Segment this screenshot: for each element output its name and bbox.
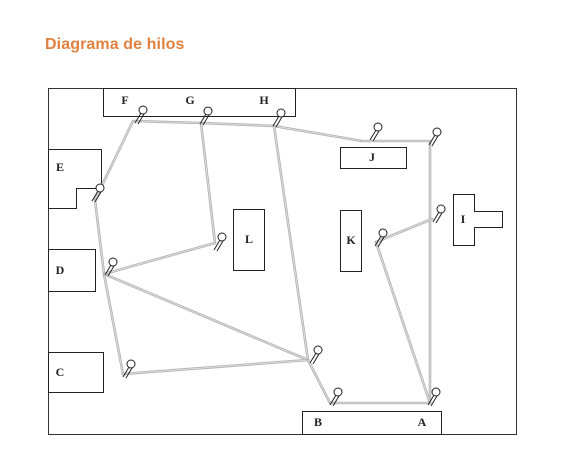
pin-shaft: [309, 352, 317, 364]
pin-shaft: [430, 395, 438, 407]
wire-core-E-D: [94, 199, 105, 275]
label-D: D: [56, 263, 65, 277]
label-F: F: [121, 93, 128, 107]
label-H: H: [259, 93, 269, 107]
pin-shaft: [332, 395, 340, 407]
pin-shaft: [431, 135, 439, 147]
pin-shaft: [107, 265, 115, 277]
diagram-frame: [48, 88, 517, 435]
component-J: [340, 147, 407, 169]
label-J: J: [369, 150, 375, 164]
wire-core-G-L: [200, 122, 216, 244]
pin-layer: [91, 105, 446, 407]
pin-head: [436, 204, 446, 214]
wire-core-G-H: [200, 122, 275, 127]
pin-head: [138, 105, 148, 115]
component-I: [453, 194, 503, 246]
pin-shaft: [134, 112, 142, 124]
pin-head: [313, 345, 323, 355]
wire-core-L-D: [103, 242, 216, 275]
wire-core-H-J: [273, 125, 363, 142]
pin-shaft: [312, 353, 320, 365]
label-G: G: [185, 93, 194, 107]
label-L: L: [245, 232, 253, 246]
pin-head: [203, 106, 213, 116]
pin-shaft: [91, 190, 99, 202]
pin-head: [217, 232, 227, 242]
pin-shaft: [122, 366, 130, 378]
pin-shaft: [372, 130, 380, 142]
label-K: K: [346, 233, 356, 247]
label-C: C: [56, 365, 65, 379]
component-D: [48, 249, 96, 292]
label-E: E: [56, 160, 64, 174]
wire-core-D-C: [103, 273, 124, 375]
pin-head: [95, 183, 105, 193]
wire-core-K-A: [375, 241, 431, 404]
wire-core-center-pin-B: [307, 359, 331, 404]
wire-core-D-center-pin: [103, 273, 309, 361]
wire-layer: [93, 119, 434, 405]
wire-core-K-I: [375, 218, 433, 243]
pin-shaft: [272, 115, 280, 127]
label-I: I: [461, 212, 466, 226]
label-B: B: [314, 415, 322, 429]
pin-head: [432, 127, 442, 137]
pin-shaft: [125, 367, 133, 379]
pin-shaft: [104, 264, 112, 276]
pin-head: [276, 108, 286, 118]
wire-core-F-G: [132, 120, 202, 124]
pin-shaft: [428, 134, 436, 146]
connector-strip-ba: [302, 411, 442, 435]
pin-head: [333, 387, 343, 397]
pin-shaft: [94, 191, 102, 203]
page-title: Diagrama de hilos: [45, 36, 185, 53]
pin-shaft: [213, 239, 221, 251]
component-L: [233, 209, 265, 271]
pin-shaft: [374, 235, 382, 247]
pin-shaft: [202, 114, 210, 126]
pin-shaft: [369, 129, 377, 141]
connector-strip-fgh: [103, 88, 296, 117]
component-E: [48, 149, 102, 209]
pin-shaft: [377, 236, 385, 248]
pin-head: [431, 387, 441, 397]
pin-shaft: [427, 394, 435, 406]
pin-shaft: [275, 116, 283, 128]
pin-shaft: [432, 211, 440, 223]
label-A: A: [418, 415, 427, 429]
pin-shaft: [199, 113, 207, 125]
wire-core-H-center-pin: [273, 125, 309, 361]
pin-shaft: [329, 394, 337, 406]
pin-shaft: [137, 113, 145, 125]
pin-head: [126, 359, 136, 369]
wire-core-C-center-pin: [122, 359, 309, 375]
component-K: [340, 210, 362, 272]
pin-shaft: [216, 240, 224, 252]
component-C: [48, 352, 104, 393]
pin-shaft: [435, 212, 443, 224]
pin-head: [373, 122, 383, 132]
pin-head: [378, 228, 388, 238]
pin-head: [108, 257, 118, 267]
